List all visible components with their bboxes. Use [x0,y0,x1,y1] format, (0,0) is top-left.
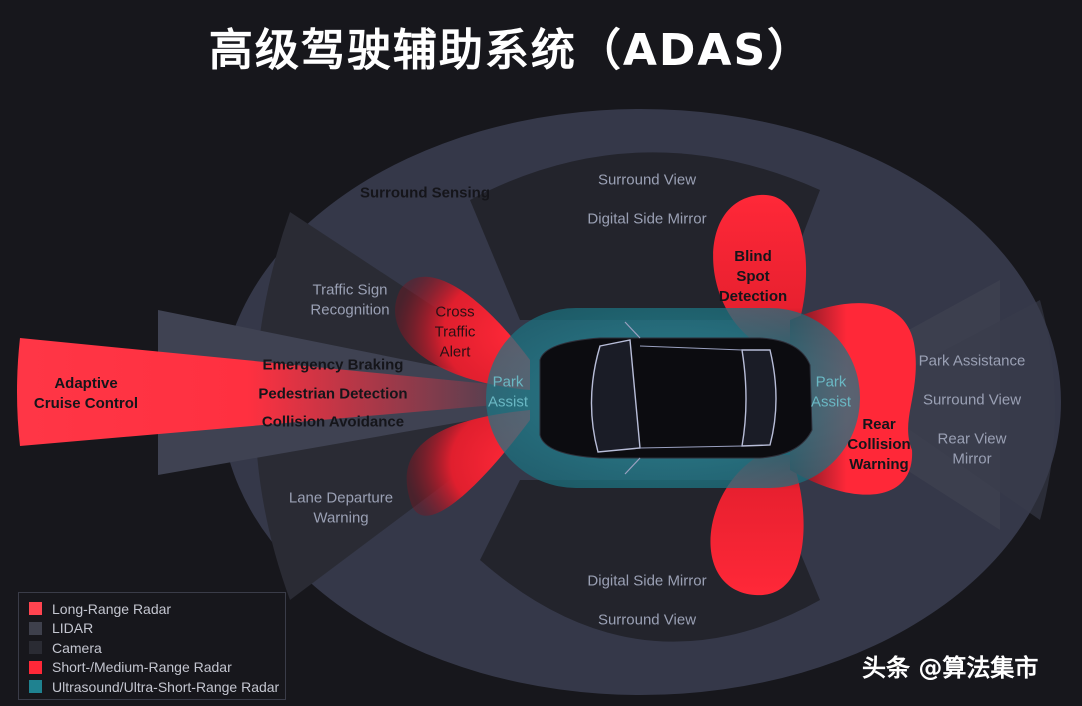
front-park-assist-line1: Park [492,373,524,391]
legend-label: Long-Range Radar [52,600,172,617]
bottom-digital-mirror-label: Digital Side Mirror [587,572,707,590]
blind-spot-label-line3: Detection [718,288,788,305]
legend-item-short-medium-radar: Short-/Medium-Range Radar [29,658,285,678]
legend-swatch [29,621,42,635]
rear-park-assist-line2: Assist [810,393,852,411]
blind-spot-label-line1: Blind [734,248,772,265]
watermark: 头条 @算法集市 [862,654,1039,682]
rear-camera-wedge [860,300,1055,520]
acc-label-line1: Adaptive [54,375,118,392]
rear-view-mirror-label-line1: Rear View [937,430,1007,448]
legend-item-long-range-radar: Long-Range Radar [29,599,285,619]
legend-swatch [29,641,42,655]
cross-traffic-label-line1: Cross [435,303,475,321]
rear-collision-label-line3: Warning [849,456,909,473]
legend-item-lidar: LIDAR [29,619,285,639]
legend: Long-Range Radar LIDAR Camera Short-/Med… [18,592,286,700]
blind-spot-radar-bottom [710,455,804,596]
rear-view-mirror-label-line2: Mirror [952,450,992,468]
emergency-braking-label: Emergency Braking [262,356,404,374]
surround-sensing-label: Surround Sensing [359,184,491,202]
front-surround-view-label: Surround View [597,171,697,189]
legend-swatch [29,680,42,694]
blind-spot-radar-top [713,194,807,345]
cross-traffic-label-line2: Traffic [434,323,476,341]
rear-park-assist-line1: Park [815,373,847,391]
cross-traffic-label-line3: Alert [439,343,471,361]
legend-swatch [29,660,42,674]
car-icon [539,321,813,475]
rear-surround-view-label: Surround View [922,391,1022,409]
bottom-surround-view-label: Surround View [597,611,697,629]
pedestrian-detection-label: Pedestrian Detection [258,385,408,403]
front-digital-mirror-label: Digital Side Mirror [587,210,707,228]
acc-label-line2: Cruise Control [33,395,139,412]
traffic-sign-label-line1: Traffic Sign [312,281,388,299]
lane-departure-label-line2: Warning [313,509,369,527]
legend-label: Ultrasound/Ultra-Short-Range Radar [52,678,280,695]
page-title: 高级驾驶辅助系统（ADAS） [208,25,814,76]
rear-collision-label-line1: Rear [862,416,896,433]
long-range-radar-beam [17,338,530,446]
legend-label: Camera [52,639,102,656]
legend-item-ultrasound: Ultrasound/Ultra-Short-Range Radar [29,677,285,697]
traffic-sign-label-line2: Recognition [310,301,390,319]
legend-label: Short-/Medium-Range Radar [52,659,232,676]
legend-item-camera: Camera [29,638,285,658]
collision-avoidance-label: Collision Avoidance [261,413,405,431]
legend-swatch [29,602,42,616]
legend-label: LIDAR [52,620,94,637]
lane-departure-label-line1: Lane Departure [288,489,394,507]
front-park-assist-line2: Assist [487,393,529,411]
park-assistance-label: Park Assistance [918,352,1026,370]
rear-collision-label-line2: Collision [847,436,911,453]
blind-spot-label-line2: Spot [736,268,770,285]
